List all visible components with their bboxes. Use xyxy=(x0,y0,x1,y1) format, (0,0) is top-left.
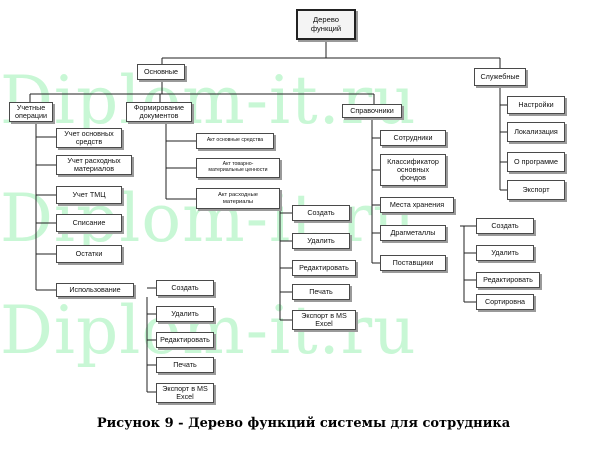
node-nastroiki: Настройки xyxy=(507,96,565,114)
node-formirovanie: Формирование документов xyxy=(126,102,192,122)
node-doc-eksport: Экспорт в MS Excel xyxy=(292,310,356,330)
watermark-row-1: Diplom-it.ru xyxy=(0,62,417,139)
node-ispolzovanie-pechat: Печать xyxy=(156,357,214,373)
node-mesta-hraneniya: Места хранения xyxy=(380,197,454,213)
node-sprav-sortirovna: Сортировна xyxy=(476,294,534,310)
node-ispolzovanie-redaktirovat: Редактировать xyxy=(156,332,214,348)
node-akt-rm: Акт расходные материалы xyxy=(196,188,280,209)
node-ispolzovanie-udalit: Удалить xyxy=(156,306,214,322)
node-dragmetally: Драгметаллы xyxy=(380,225,446,241)
node-root: Дерево функций xyxy=(296,9,356,40)
node-sotrudniki: Сотрудники xyxy=(380,130,446,146)
node-sprav-udalit: Удалить xyxy=(476,245,534,261)
node-akt-os: Акт основные средства xyxy=(196,133,274,149)
node-sprav-redaktirovat: Редактировать xyxy=(476,272,540,288)
node-postavshchiki: Поставщики xyxy=(380,255,446,271)
node-osnovnye: Основные xyxy=(137,64,185,80)
node-ostatki: Остатки xyxy=(56,245,122,263)
node-uchet-tmc: Учет ТМЦ xyxy=(56,186,122,204)
node-uchet-operacii: Учетные операции xyxy=(9,102,53,122)
node-doc-sozdat: Создать xyxy=(292,205,350,221)
node-akt-tmc: Акт товарно- материальные ценности xyxy=(196,158,280,178)
node-doc-udalit: Удалить xyxy=(292,233,350,249)
node-ispolzovanie: Использование xyxy=(56,283,134,297)
node-eksport: Экспорт xyxy=(507,180,565,200)
node-sluzhebnye: Служебные xyxy=(474,68,526,86)
node-ispolzovanie-eksport: Экспорт в MS Excel xyxy=(156,383,214,403)
node-klassifikator: Классификатор основных фондов xyxy=(380,154,446,186)
watermark-row-3: Diplom-it.ru xyxy=(0,292,417,369)
node-uchet-os: Учет основных средств xyxy=(56,128,122,148)
node-doc-pechat: Печать xyxy=(292,284,350,300)
figure-caption: Рисунок 9 - Дерево функций системы для с… xyxy=(96,416,511,431)
node-ispolzovanie-sozdat: Создать xyxy=(156,280,214,296)
node-spisanie: Списание xyxy=(56,214,122,232)
node-o-programme: О программе xyxy=(507,152,565,172)
node-uchet-rm: Учет расходных материалов xyxy=(56,155,132,175)
node-lokalizaciya: Локализация xyxy=(507,122,565,142)
node-spravochniki: Справочники xyxy=(342,104,402,118)
node-sprav-sozdat: Создать xyxy=(476,218,534,234)
node-doc-redaktirovat: Редактировать xyxy=(292,260,356,276)
